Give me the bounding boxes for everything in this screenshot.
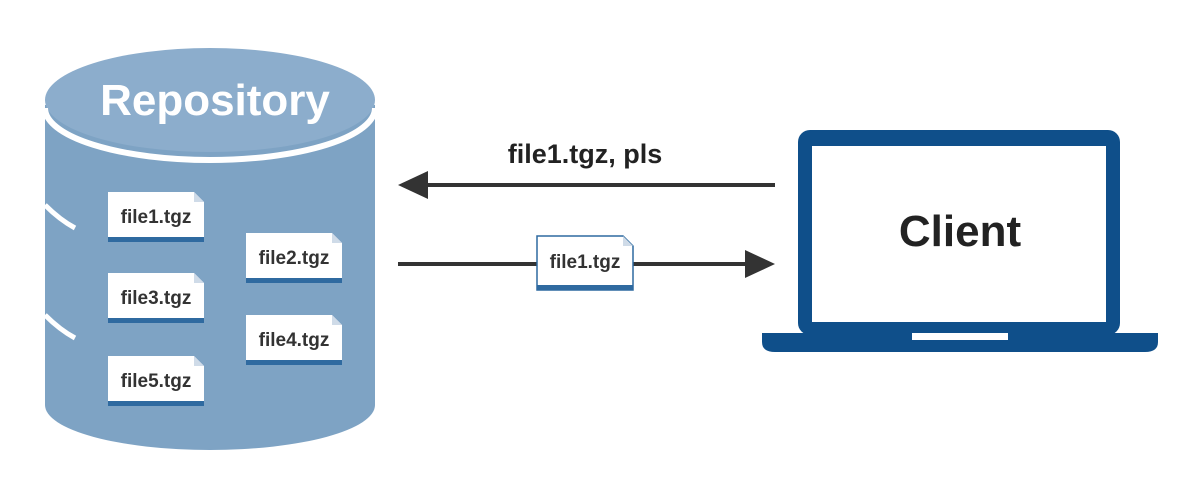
file-name: file3.tgz xyxy=(121,288,192,309)
document-icon xyxy=(108,273,204,323)
document-icon xyxy=(246,315,342,365)
client-laptop: Client xyxy=(762,130,1158,352)
repository-side-tick xyxy=(43,203,77,231)
document-icon xyxy=(246,233,342,283)
document-icon xyxy=(108,356,204,406)
repository-file-list: file1.tgz file2.tgz file3.tgz file4.tgz … xyxy=(108,192,342,406)
transferred-file-name: file1.tgz xyxy=(550,252,621,273)
repository-top-band xyxy=(42,107,378,163)
laptop-screen xyxy=(812,146,1106,322)
client-label: Client xyxy=(899,207,1022,256)
document-icon xyxy=(108,192,204,242)
file-item: file4.tgz xyxy=(246,315,342,365)
transferred-file: file1.tgz xyxy=(536,235,634,291)
request-label: file1.tgz, pls xyxy=(508,139,663,169)
document-icon xyxy=(536,235,634,291)
file-name: file1.tgz xyxy=(121,207,192,228)
file-item: file1.tgz xyxy=(108,192,204,242)
file-item: file5.tgz xyxy=(108,356,204,406)
file-item: file3.tgz xyxy=(108,273,204,323)
repository-side-tick xyxy=(43,313,77,341)
file-name: file4.tgz xyxy=(259,330,330,351)
laptop-notch xyxy=(912,333,1008,340)
arrow-left-icon xyxy=(398,171,428,199)
repository-top xyxy=(45,48,375,152)
file-item: file2.tgz xyxy=(246,233,342,283)
request-arrow: file1.tgz, pls xyxy=(398,139,775,199)
response-arrow: file1.tgz xyxy=(398,235,775,291)
file-name: file5.tgz xyxy=(121,371,192,392)
repository-label: Repository xyxy=(100,76,330,125)
file-name: file2.tgz xyxy=(259,248,330,269)
arrow-right-icon xyxy=(745,250,775,278)
laptop-base xyxy=(762,333,1158,352)
